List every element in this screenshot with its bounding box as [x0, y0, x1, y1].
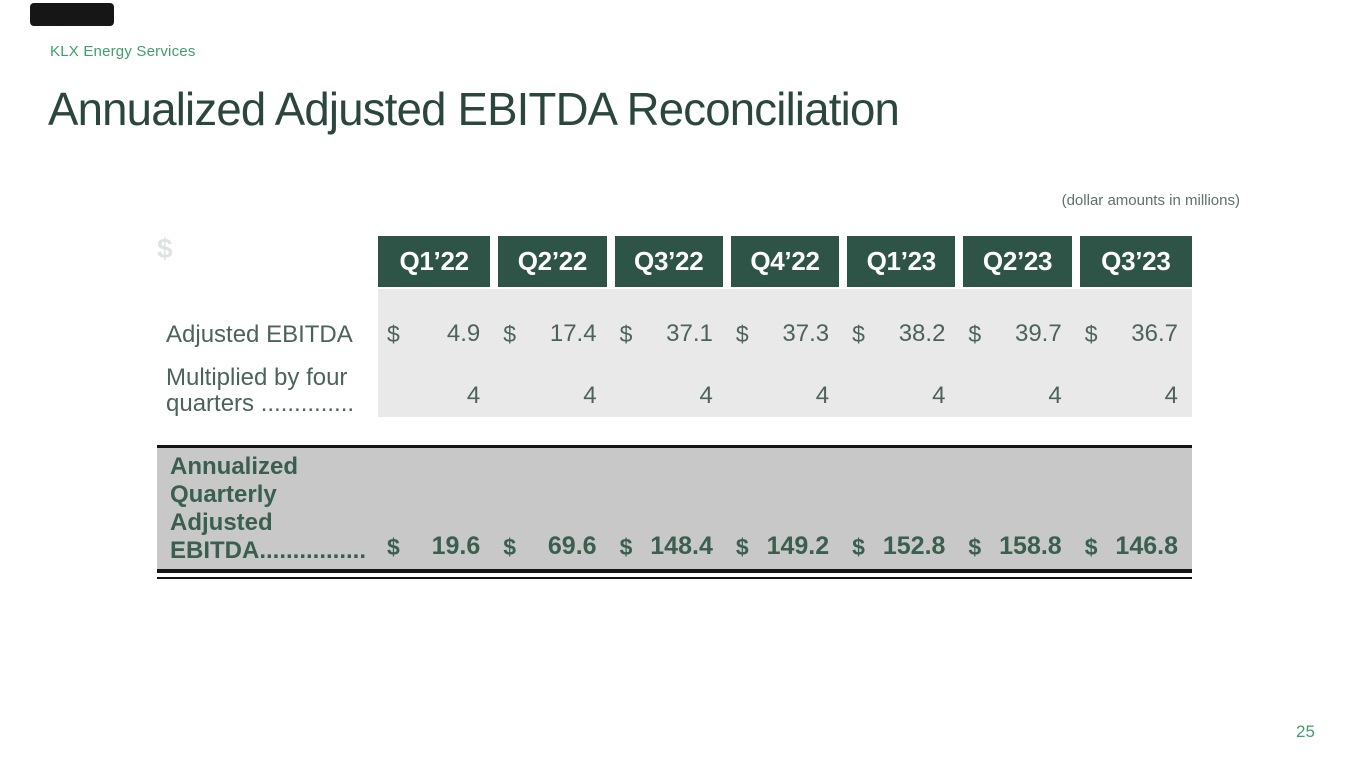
cell-value: 37.3	[782, 320, 830, 347]
currency-sign: $	[387, 321, 400, 347]
cell-value: 38.2	[898, 320, 946, 347]
table-cell: 4	[726, 353, 844, 417]
currency-sign: $	[619, 321, 633, 347]
table-cell: 4	[959, 353, 1076, 417]
currency-sign: $	[1084, 534, 1098, 560]
total-value: 158.8	[999, 532, 1062, 560]
total-label-line: EBITDA................	[170, 537, 367, 564]
column-header: Q2’23	[963, 236, 1072, 287]
total-value: 69.6	[547, 532, 597, 560]
currency-sign: $	[852, 321, 865, 347]
table-cell: $ 4.9	[378, 289, 495, 353]
total-value: 19.6	[431, 532, 481, 560]
cell-value: 37.1	[666, 320, 713, 347]
cell-value: 4	[815, 382, 830, 409]
table-cell: $ 38.2	[843, 289, 960, 353]
currency-sign: $	[503, 534, 517, 560]
column-header: Q2’22	[498, 236, 607, 287]
cell-value: 4	[583, 382, 597, 409]
page-title: Annualized Adjusted EBITDA Reconciliatio…	[48, 83, 900, 135]
currency-sign: $	[735, 321, 749, 347]
currency-sign: $	[387, 534, 400, 560]
total-cell: $ 148.4	[611, 448, 727, 569]
cell-value: 4	[1048, 382, 1062, 409]
units-note: (dollar amounts in millions)	[1061, 192, 1240, 209]
cell-value: 4	[466, 382, 481, 409]
currency-sign: $	[968, 321, 982, 347]
total-label-line: Annualized	[170, 453, 299, 480]
table-cell: 4	[494, 353, 611, 417]
table-cell: $ 37.3	[726, 289, 844, 353]
reconciliation-table: Adjusted EBITDA $ 4.9 $ 17.4 $ 37.1 $ 37…	[157, 289, 1192, 417]
row-label-adjusted-ebitda: Adjusted EBITDA	[157, 321, 378, 353]
currency-sign: $	[735, 534, 749, 560]
double-rule-bottom	[157, 577, 1192, 579]
total-label-line: Quarterly	[170, 481, 277, 508]
cell-value: 4	[1164, 382, 1178, 409]
table-cell: $ 17.4	[494, 289, 611, 353]
total-value: 152.8	[882, 532, 946, 560]
page-number: 25	[1296, 722, 1315, 741]
currency-sign: $	[503, 321, 517, 347]
row-label-line: Multiplied by four	[166, 364, 348, 391]
table-cell: $ 37.1	[610, 289, 727, 353]
column-header: Q1’23	[847, 236, 956, 287]
currency-sign: $	[852, 534, 865, 560]
total-cell: $ 146.8	[1076, 448, 1192, 569]
total-cell: $ 69.6	[494, 448, 610, 569]
cell-value: 17.4	[549, 320, 597, 347]
quarter-header-row: Q1’22 Q2’22 Q3’22 Q4’22 Q1’23 Q2’23 Q3’2…	[378, 236, 1192, 287]
cell-value: 4	[699, 382, 713, 409]
currency-sign: $	[619, 534, 633, 560]
total-row: Annualized Quarterly Adjusted EBITDA....…	[157, 445, 1192, 573]
column-header: Q4’22	[730, 236, 840, 287]
cell-value: 4	[932, 382, 946, 409]
table-cell: 4	[378, 353, 495, 417]
table-cell: 4	[843, 353, 960, 417]
column-header: Q1’22	[378, 236, 491, 287]
total-cell: $ 158.8	[959, 448, 1075, 569]
total-cell: $ 149.2	[727, 448, 843, 569]
company-name: KLX Energy Services	[50, 43, 196, 60]
table-cell: 4	[1075, 353, 1192, 417]
faint-dollar-watermark: $	[157, 233, 173, 264]
total-cell: $ 19.6	[378, 448, 494, 569]
total-value: 146.8	[1115, 532, 1178, 560]
total-label-line: Adjusted	[170, 509, 273, 536]
currency-sign: $	[968, 534, 982, 560]
table-cell: 4	[610, 353, 727, 417]
cell-value: 39.7	[1014, 320, 1062, 347]
table-cell: $ 36.7	[1075, 289, 1192, 353]
table-cell: $ 39.7	[959, 289, 1076, 353]
total-value: 148.4	[650, 532, 713, 560]
currency-sign: $	[1084, 321, 1098, 347]
row-label-line: quarters ..............	[166, 390, 355, 417]
cell-value: 4.9	[446, 320, 481, 347]
cell-value: 36.7	[1131, 320, 1178, 347]
column-header: Q3’23	[1079, 236, 1192, 287]
column-header: Q3’22	[614, 236, 723, 287]
total-row-label: Annualized Quarterly Adjusted EBITDA....…	[157, 448, 378, 569]
total-cell: $ 152.8	[843, 448, 959, 569]
klx-logo	[30, 3, 114, 26]
total-value: 149.2	[766, 532, 830, 560]
row-label-multiplier: Multiplied by four quarters ............…	[157, 353, 378, 417]
